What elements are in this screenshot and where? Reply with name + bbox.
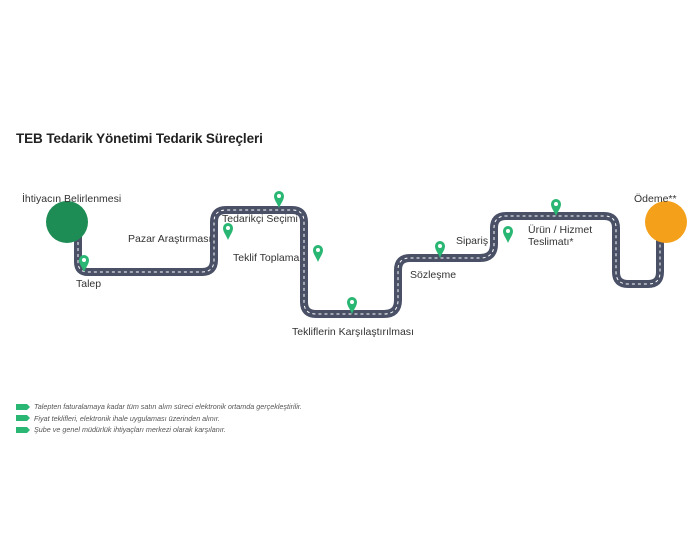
pin-hole — [226, 226, 230, 230]
note-text: Talepten faturalamaya kadar tüm satın al… — [34, 402, 302, 411]
pin-hole — [82, 258, 86, 262]
step-label-sozlesme: Sözleşme — [410, 269, 457, 281]
arrow-marker-icon — [16, 415, 30, 421]
step-label-ihtiyac: İhtiyacın Belirlenmesi — [22, 193, 122, 205]
location-pin-icon — [223, 223, 233, 240]
location-pin-icon — [551, 199, 561, 216]
pin-hole — [506, 229, 510, 233]
page-title: TEB Tedarik Yönetimi Tedarik Süreçleri — [16, 131, 263, 146]
location-pin-icon — [435, 241, 445, 258]
note-text: Şube ve genel müdürlük ihtiyaçları merke… — [34, 425, 226, 434]
step-label-siparis: Sipariş — [456, 235, 489, 247]
note-item: Fiyat teklifleri, elektronik ihale uygul… — [16, 413, 302, 424]
location-pin-icon — [274, 191, 284, 208]
step-label-urun-hizmet: Ürün / Hizmet — [528, 224, 593, 236]
start-circle — [46, 201, 88, 243]
road-center-line — [77, 209, 661, 315]
note-item: Şube ve genel müdürlük ihtiyaçları merke… — [16, 424, 302, 435]
location-pin-icon — [79, 255, 89, 272]
step-label-tekliflerin-karsilastirilmasi: Tekliflerin Karşılaştırılması — [292, 326, 414, 338]
pin-hole — [438, 244, 442, 248]
location-pin-icon — [503, 226, 513, 243]
pin-hole — [350, 300, 354, 304]
notes-list: Talepten faturalamaya kadar tüm satın al… — [16, 401, 302, 436]
step-label-talep: Talep — [76, 278, 102, 290]
pin-hole — [316, 248, 320, 252]
step-label-teslimati: Teslimatı* — [528, 236, 574, 248]
note-text: Fiyat teklifleri, elektronik ihale uygul… — [34, 413, 220, 423]
arrow-marker-icon — [16, 426, 30, 433]
step-label-tedarikci-secimi: Tedarikçi Seçimi — [222, 213, 298, 225]
step-label-odeme: Ödeme** — [634, 193, 677, 205]
arrow-marker-icon — [16, 403, 30, 410]
step-label-teklif-toplama: Teklif Toplama — [233, 252, 300, 264]
step-label-pazar-arastirmasi: Pazar Araştırması — [128, 233, 212, 245]
pin-hole — [277, 194, 281, 198]
end-circle — [645, 201, 687, 243]
location-pin-icon — [313, 244, 323, 262]
note-item: Talepten faturalamaya kadar tüm satın al… — [16, 401, 302, 412]
pin-hole — [554, 202, 558, 206]
location-pin-icon — [347, 297, 357, 314]
